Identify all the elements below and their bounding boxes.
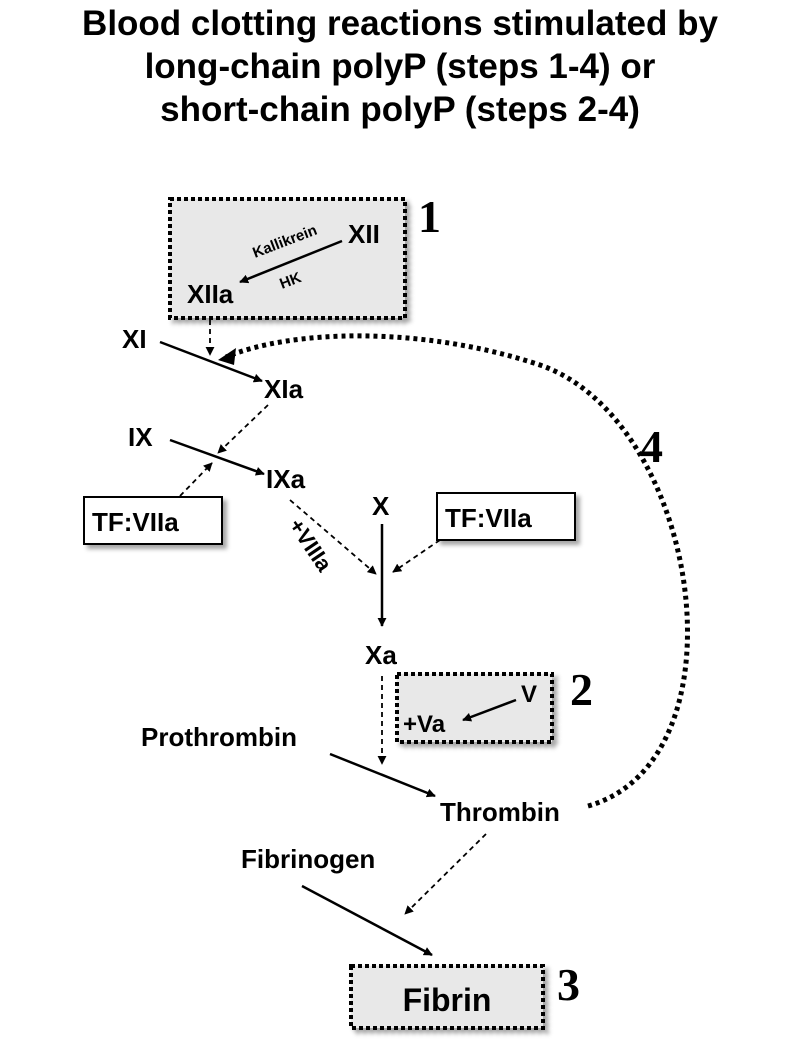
ixa-catalysis-arrow bbox=[289, 499, 377, 575]
tf-viia-right-box bbox=[436, 492, 576, 541]
tf-viia-left-label: TF:VIIa bbox=[92, 507, 179, 537]
ix-to-ixa-arrow bbox=[169, 438, 265, 476]
step1-box bbox=[168, 197, 407, 320]
factor-xii-label: XII bbox=[348, 219, 380, 249]
factor-ix-label: IX bbox=[128, 422, 153, 452]
tf-viia-right-catalysis-arrow bbox=[392, 539, 441, 573]
step-3-number: 3 bbox=[557, 959, 580, 1010]
thrombin-feedback-loop bbox=[225, 333, 690, 809]
step2-box bbox=[395, 672, 554, 744]
factor-ixa-label: IXa bbox=[266, 464, 306, 494]
tf-viia-left-catalysis-arrow bbox=[179, 462, 213, 497]
prothrombin-label: Prothrombin bbox=[141, 722, 297, 752]
title-line-1: Blood clotting reactions stimulated by bbox=[82, 4, 718, 43]
factor-viiia-label: +VIIIa bbox=[284, 514, 338, 577]
factor-va-label: +Va bbox=[403, 711, 446, 738]
feedback-loop-arrowhead bbox=[218, 348, 236, 365]
factor-xiia-label: XIIa bbox=[187, 279, 234, 309]
factor-v-label: V bbox=[521, 681, 537, 708]
factor-x-label: X bbox=[372, 491, 390, 521]
hk-label: HK bbox=[277, 269, 303, 293]
xii-to-xiia-arrow bbox=[239, 239, 343, 284]
factor-xa-label: Xa bbox=[365, 640, 397, 670]
diagram-title: Blood clotting reactions stimulated by l… bbox=[0, 2, 800, 131]
factor-xia-label: XIa bbox=[264, 374, 304, 404]
step-1-number: 1 bbox=[418, 191, 441, 242]
tf-viia-left-box bbox=[83, 496, 223, 545]
step-4-number: 4 bbox=[640, 421, 663, 472]
step-2-number: 2 bbox=[570, 664, 593, 715]
thrombin-label: Thrombin bbox=[440, 797, 560, 827]
prothrombin-to-thrombin-arrow bbox=[329, 752, 436, 798]
fibrin-label: Fibrin bbox=[403, 982, 492, 1018]
xi-to-xia-arrow bbox=[159, 340, 263, 383]
title-line-2: long-chain polyP (steps 1-4) or bbox=[144, 47, 656, 86]
v-to-va-arrow bbox=[462, 698, 517, 722]
xia-catalysis-arrow bbox=[217, 404, 269, 454]
tf-viia-right-label: TF:VIIa bbox=[445, 503, 532, 533]
title-line-3: short-chain polyP (steps 2-4) bbox=[160, 90, 640, 129]
step3-box bbox=[349, 964, 545, 1030]
fibrinogen-label: Fibrinogen bbox=[241, 844, 375, 874]
fibrinogen-to-fibrin-arrow bbox=[301, 884, 433, 957]
factor-xi-label: XI bbox=[122, 324, 147, 354]
thrombin-catalysis-arrow bbox=[404, 833, 487, 915]
